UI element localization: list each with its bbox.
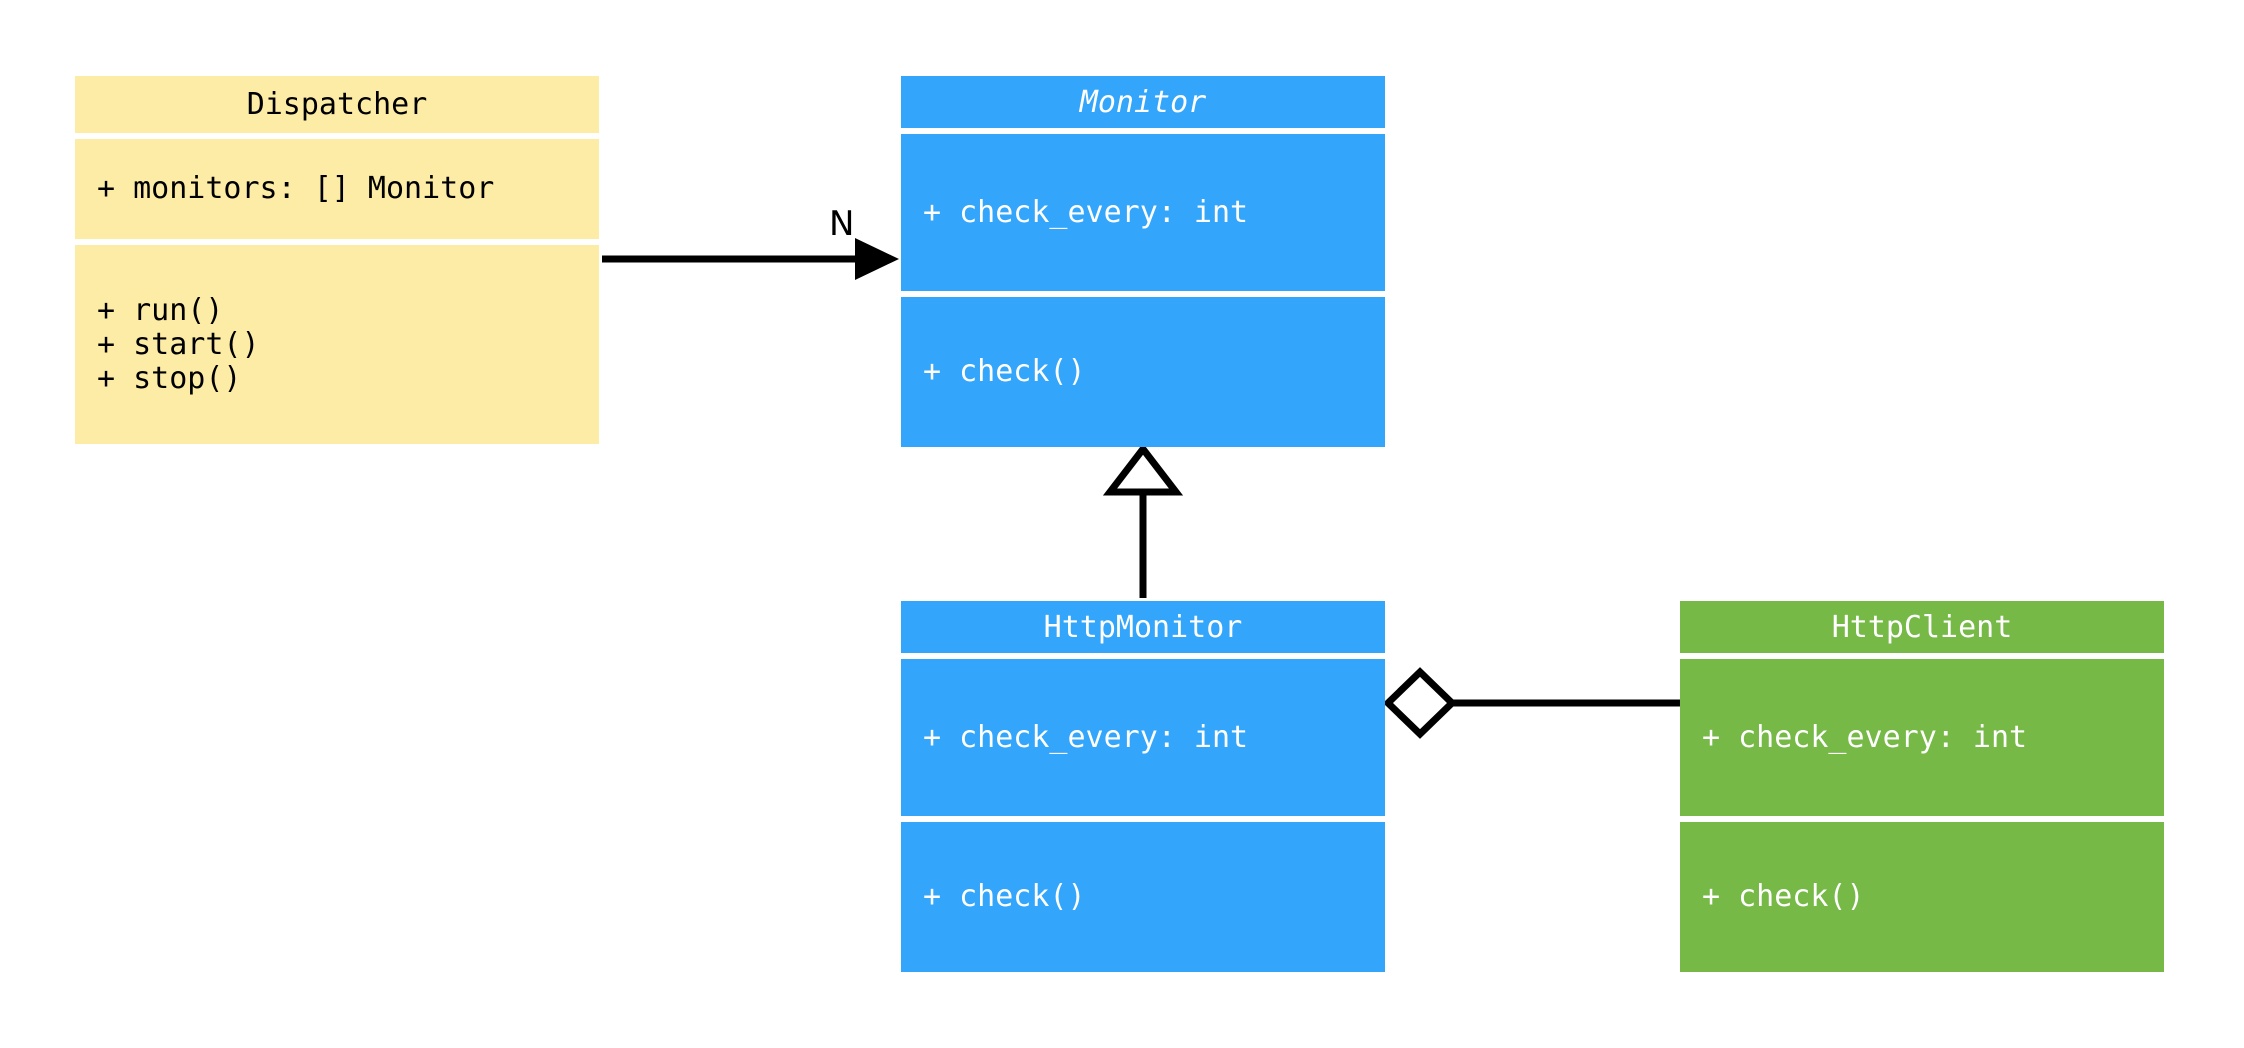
- edge-label-multiplicity: N: [829, 204, 855, 244]
- methods-compartment-httpmonitor: + check(): [901, 822, 1385, 972]
- class-title-monitor: Monitor: [901, 76, 1385, 128]
- method-row: + run(): [97, 292, 224, 328]
- compartment-separator: [901, 128, 1385, 134]
- method-row: + stop(): [97, 360, 242, 396]
- compartment-separator: [75, 239, 599, 245]
- methods-compartment-dispatcher: + run() + start() + stop(): [75, 245, 599, 444]
- compartment-separator: [901, 291, 1385, 297]
- attribute-row: + check_every: int: [1702, 719, 2028, 755]
- compartment-separator: [1680, 653, 2164, 659]
- method-row: + check(): [923, 354, 1086, 389]
- edge-httpmonitor-to-httpclient: [1382, 667, 1680, 739]
- edge-httpmonitor-to-monitor: [1102, 443, 1184, 598]
- attributes-compartment-dispatcher: + monitors: [] Monitor: [75, 139, 599, 239]
- compartment-separator: [1680, 816, 2164, 822]
- uml-class-dispatcher[interactable]: Dispatcher + monitors: [] Monitor + run(…: [75, 76, 599, 444]
- attribute-row: + monitors: [] Monitor: [97, 171, 495, 206]
- method-row: + check(): [1702, 879, 1865, 914]
- uml-class-httpclient[interactable]: HttpClient + check_every: int + check(): [1680, 601, 2164, 972]
- attributes-compartment-httpclient: + check_every: int: [1680, 659, 2164, 816]
- hollow-diamond-icon: [1382, 667, 1458, 739]
- method-row: + start(): [97, 326, 260, 362]
- attributes-compartment-httpmonitor: + check_every: int: [901, 659, 1385, 816]
- uml-class-httpmonitor[interactable]: HttpMonitor + check_every: int + check(): [901, 601, 1385, 972]
- edge-dispatcher-to-monitor: [602, 238, 899, 280]
- compartment-separator: [901, 816, 1385, 822]
- class-title-httpclient: HttpClient: [1680, 601, 2164, 653]
- attribute-row: + check_every: int: [923, 194, 1249, 230]
- class-title-httpmonitor: HttpMonitor: [901, 601, 1385, 653]
- hollow-triangle-icon: [1102, 443, 1184, 496]
- methods-compartment-httpclient: + check(): [1680, 822, 2164, 972]
- method-row: + check(): [923, 879, 1086, 914]
- uml-class-monitor[interactable]: Monitor + check_every: int + check(): [901, 76, 1385, 447]
- attributes-compartment-monitor: + check_every: int: [901, 134, 1385, 291]
- class-title-dispatcher: Dispatcher: [75, 76, 599, 133]
- attribute-row: + check_every: int: [923, 719, 1249, 755]
- filled-arrowhead-icon: [855, 238, 899, 280]
- compartment-separator: [75, 133, 599, 139]
- compartment-separator: [901, 653, 1385, 659]
- methods-compartment-monitor: + check(): [901, 297, 1385, 447]
